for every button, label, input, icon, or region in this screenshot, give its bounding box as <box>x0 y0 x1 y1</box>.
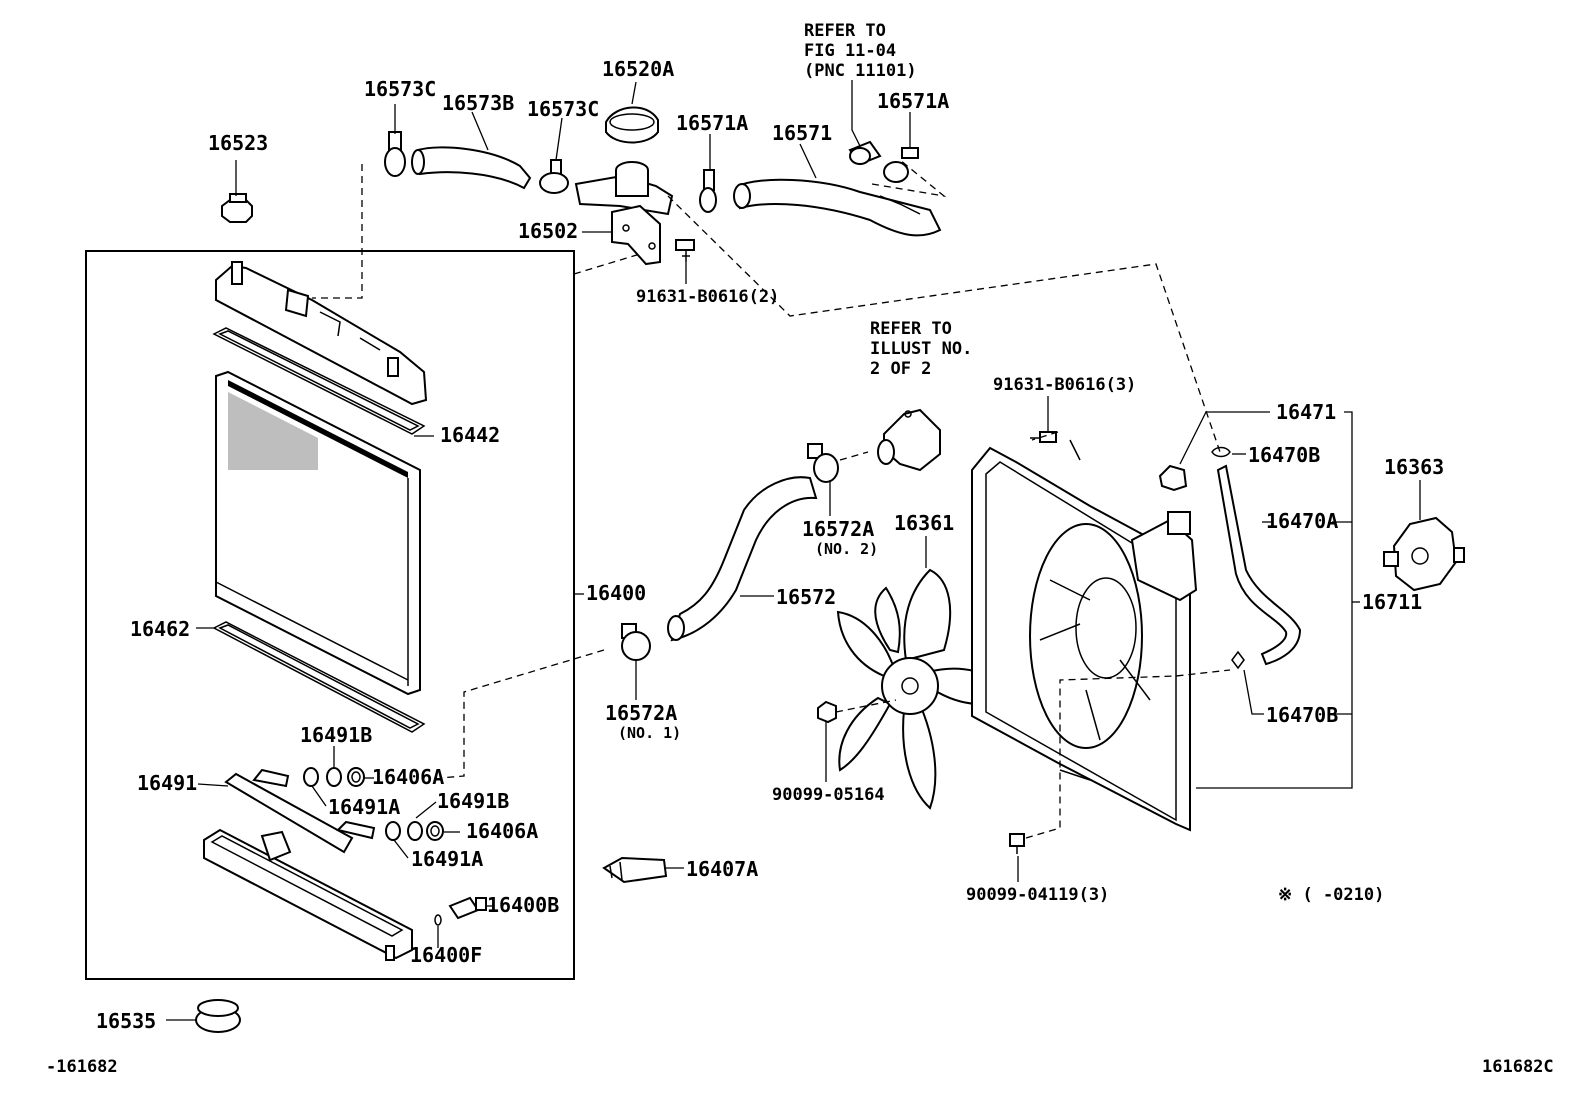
label-16491B-mid: 16491B <box>437 789 509 813</box>
label-16400: 16400 <box>586 581 646 605</box>
radiator-cap <box>605 106 659 144</box>
label-16491A-top: 16491A <box>328 795 400 819</box>
label-16470B-top: 16470B <box>1248 443 1320 467</box>
label-no2: (NO. 2) <box>815 540 878 558</box>
water-outlet <box>877 408 941 472</box>
label-16571: 16571 <box>772 121 832 145</box>
oil-cooler-pipe <box>224 768 376 854</box>
clip-16470B-top <box>1211 446 1231 458</box>
label-16502: 16502 <box>518 219 578 243</box>
label-16572A-no2: 16572A <box>802 517 874 541</box>
clamp-16573C-left <box>384 131 406 177</box>
label-90099-05164: 90099-05164 <box>772 785 885 805</box>
label-90099-04119: 90099-04119(3) <box>966 885 1109 905</box>
label-16400F: 16400F <box>410 943 482 967</box>
cap-16523 <box>221 193 253 223</box>
sensor-16407A <box>602 856 668 884</box>
bolt-91631-2 <box>675 239 695 262</box>
label-16406A-top: 16406A <box>372 765 444 789</box>
clamp-16572A-no2 <box>807 443 839 483</box>
note-range: ※ ( -0210) <box>1278 885 1384 905</box>
pipe-11101 <box>848 140 882 166</box>
label-16363: 16363 <box>1384 455 1444 479</box>
label-16571A-right: 16571A <box>877 89 949 113</box>
label-16406A-bot: 16406A <box>466 819 538 843</box>
lower-hose-16572 <box>667 476 818 642</box>
clip-16470B-bottom <box>1231 650 1245 670</box>
label-16573B: 16573B <box>442 91 514 115</box>
label-16572: 16572 <box>776 585 836 609</box>
label-16462: 16462 <box>130 617 190 641</box>
clamp-16571A-left <box>699 169 717 213</box>
part-labels: 16573C 16573B 16573C 16520A 16571A 16571… <box>46 21 1554 1077</box>
drain-cock <box>448 896 487 920</box>
radiator-assembly-frame <box>85 250 575 980</box>
hose-16571 <box>733 178 942 237</box>
clamp-16571A-right <box>883 147 919 183</box>
lower-gasket <box>212 621 426 733</box>
clamp-16572A-no1 <box>621 623 651 661</box>
label-16535: 16535 <box>96 1009 156 1033</box>
drain-oring <box>434 914 442 926</box>
filler-neck <box>574 161 674 266</box>
label-no1: (NO. 1) <box>618 724 681 742</box>
bolt-90099-04119 <box>1009 833 1025 854</box>
label-16361: 16361 <box>894 511 954 535</box>
refer-top-line-2: FIG 11-04 <box>804 41 896 61</box>
label-16470B-bot: 16470B <box>1266 703 1338 727</box>
upper-hose-16573B <box>411 146 532 190</box>
cooling-fan <box>836 568 1016 810</box>
label-16573C-left: 16573C <box>364 77 436 101</box>
label-16523: 16523 <box>208 131 268 155</box>
label-16491A-bot: 16491A <box>411 847 483 871</box>
upper-gasket <box>212 327 426 435</box>
refer-mid-line-1: REFER TO <box>870 319 952 339</box>
nut-90099-05164 <box>817 700 837 724</box>
label-16573C-right: 16573C <box>527 97 599 121</box>
reservoir-cap <box>1158 464 1188 492</box>
plug-16535 <box>195 999 241 1033</box>
leader-lines <box>166 80 1421 1021</box>
label-16470A: 16470A <box>1266 509 1338 533</box>
label-16571A-left: 16571A <box>676 111 748 135</box>
label-91631-3: 91631-B0616(3) <box>993 375 1136 395</box>
orings-top <box>303 767 365 787</box>
label-16442: 16442 <box>440 423 500 447</box>
label-16491B-top: 16491B <box>300 723 372 747</box>
radiator-lower-tank <box>203 828 413 961</box>
refer-top-line-3: (PNC 11101) <box>804 61 917 81</box>
radiator-upper-tank <box>215 261 428 406</box>
refer-top-line-1: REFER TO <box>804 21 886 41</box>
label-16711: 16711 <box>1362 590 1422 614</box>
label-16400B: 16400B <box>487 893 559 917</box>
refer-mid-line-3: 2 OF 2 <box>870 359 931 379</box>
diagram-code-right: 161682C <box>1482 1057 1554 1077</box>
label-16471: 16471 <box>1276 400 1336 424</box>
dashed-reference-lines <box>312 159 1231 839</box>
reservoir-hose <box>1216 464 1302 666</box>
orings-bottom <box>385 821 444 841</box>
label-16520A: 16520A <box>602 57 674 81</box>
label-16407A: 16407A <box>686 857 758 881</box>
label-16491: 16491 <box>137 771 197 795</box>
fan-motor <box>1383 516 1465 592</box>
refer-mid-line-2: ILLUST NO. <box>870 339 972 359</box>
fan-shroud <box>971 439 1198 832</box>
clamp-16573C-right <box>539 159 569 194</box>
radiator-core <box>215 370 421 696</box>
label-16572A-no1: 16572A <box>605 701 677 725</box>
label-91631-2: 91631-B0616(2) <box>636 287 779 307</box>
diagram-code-left: -161682 <box>46 1057 118 1077</box>
